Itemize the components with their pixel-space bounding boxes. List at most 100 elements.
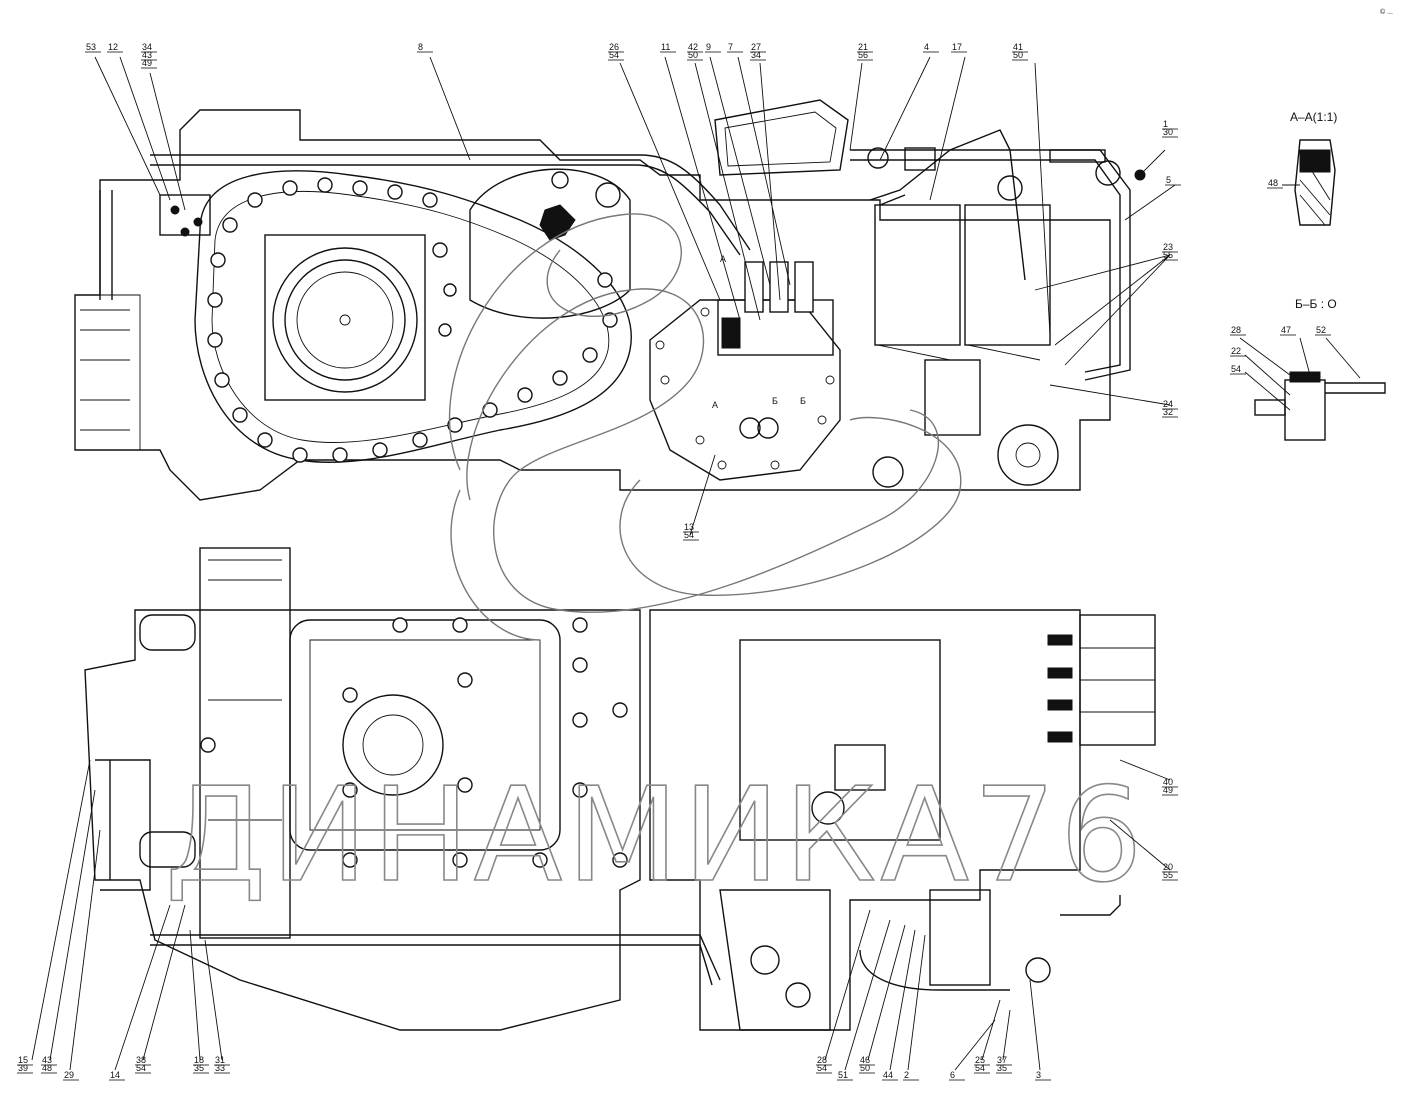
callout-number: 22	[1231, 346, 1241, 356]
callout-number: 35	[194, 1063, 204, 1073]
watermark: ДИНАМИКА76	[164, 213, 1143, 912]
callout-c5: 5	[1165, 175, 1181, 186]
callout-number: 55	[1163, 250, 1173, 260]
section-bb: Б–Б : О	[1254, 297, 1386, 441]
gear-cover-plate	[289, 619, 561, 851]
callout-number: 15	[18, 1055, 28, 1065]
bracket	[719, 889, 831, 1031]
callout-c4: 4	[923, 42, 939, 53]
callout-number: 43	[142, 50, 152, 60]
callout-c28: 28	[1230, 325, 1246, 336]
callout-number: 46	[860, 1055, 870, 1065]
output-flange	[342, 694, 444, 796]
section-mark-b1: Б	[772, 396, 778, 406]
callout-c1: 130	[1162, 119, 1178, 138]
callout-number: 12	[108, 42, 118, 52]
filter-1	[874, 204, 961, 346]
plug	[595, 182, 621, 208]
callout-c22: 22	[1230, 346, 1246, 357]
callout-number: 54	[1231, 364, 1241, 374]
callout-number: 40	[1163, 777, 1173, 787]
callout-number: 50	[1013, 50, 1023, 60]
callout-number: 30	[1163, 127, 1173, 137]
callout-b3: 3	[1035, 1070, 1051, 1081]
callout-b2: 2	[903, 1070, 919, 1081]
corner-mark: © ...	[1380, 8, 1393, 16]
callout-number: 28	[817, 1055, 827, 1065]
chain-inner	[211, 191, 610, 443]
bottom-housing-right	[649, 609, 1081, 1031]
callout-number: 32	[1163, 407, 1173, 417]
callout-number: 54	[136, 1063, 146, 1073]
callout-c47: 47	[1280, 325, 1296, 336]
section-aa-body	[1294, 139, 1336, 226]
section-mark-a1: А	[712, 400, 718, 410]
sump-cover	[924, 359, 981, 436]
callout-number: 53	[86, 42, 96, 52]
callout-number: 24	[1163, 399, 1173, 409]
left-tubes	[95, 759, 151, 891]
callout-b29: 29	[63, 1070, 79, 1081]
callout-number: 7	[728, 42, 733, 52]
callout-c8: 8	[417, 42, 433, 53]
callout-number: 27	[751, 42, 761, 52]
callout-c54: 54	[1230, 364, 1246, 375]
callout-number: 3	[1036, 1070, 1041, 1080]
callout-number: 51	[838, 1070, 848, 1080]
gear-inner	[296, 271, 394, 369]
callout-c12: 12	[107, 42, 123, 53]
callout-c7: 7	[727, 42, 743, 53]
callout-number: 52	[1316, 325, 1326, 335]
callout-number: 33	[215, 1063, 225, 1073]
callout-number: 50	[860, 1063, 870, 1073]
callout-number: 47	[1281, 325, 1291, 335]
callout-number: 31	[215, 1055, 225, 1065]
callout-b6: 6	[949, 1070, 965, 1081]
callout-number: 18	[194, 1055, 204, 1065]
callout-number: 54	[975, 1063, 985, 1073]
callout-c53: 53	[85, 42, 101, 53]
callout-b14: 14	[109, 1070, 125, 1081]
section-mark-b2: Б	[800, 396, 806, 406]
callout-number: 38	[136, 1055, 146, 1065]
callout-number: 21	[858, 42, 868, 52]
flange-ribs	[80, 309, 130, 431]
gear-center	[339, 314, 351, 326]
callout-b44: 44	[882, 1070, 898, 1081]
left-pipe	[99, 190, 113, 300]
callout-number: 50	[688, 50, 698, 60]
flange-right	[997, 424, 1059, 486]
callout-number: 54	[684, 530, 694, 540]
bottom-bolts	[200, 617, 628, 868]
hydraulic-line	[850, 149, 1131, 381]
gear-mid	[284, 259, 406, 381]
callout-number: 48	[42, 1063, 52, 1073]
section-aa-title: А–А(1:1)	[1290, 110, 1337, 124]
leader-lines	[31, 56, 1361, 1071]
callout-number: 6	[950, 1070, 955, 1080]
callout-number: 49	[142, 58, 152, 68]
top-view	[74, 99, 1146, 501]
callout-number: 48	[1268, 178, 1278, 188]
control-block	[739, 639, 941, 841]
cooler-frame	[714, 99, 849, 176]
bottom-housing-left	[84, 609, 641, 1031]
callout-number: 41	[1013, 42, 1023, 52]
flange-left	[75, 294, 141, 450]
